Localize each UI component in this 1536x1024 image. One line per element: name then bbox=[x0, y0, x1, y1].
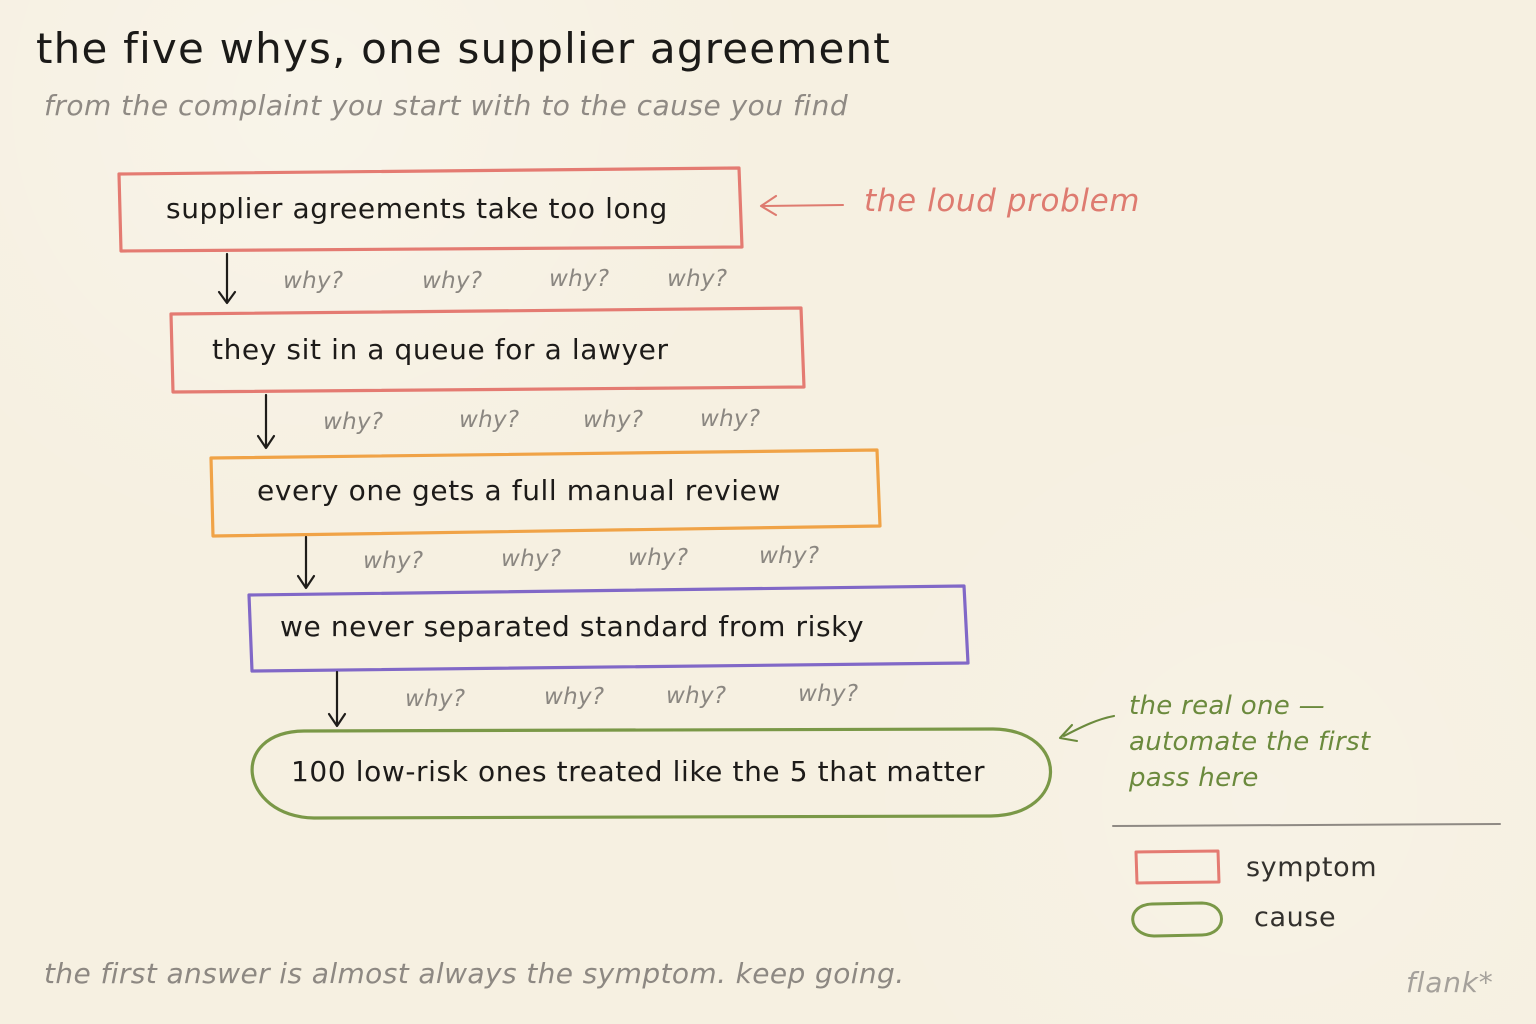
footer-note: the first answer is almost always the sy… bbox=[44, 957, 905, 990]
legend-symptom-label: symptom bbox=[1246, 852, 1378, 883]
node-2-border bbox=[169, 306, 806, 394]
real-cause-annotation-line-3: pass here bbox=[1129, 763, 1259, 793]
legend-cause-label: cause bbox=[1254, 902, 1337, 933]
real-cause-arrow-head bbox=[1058, 723, 1079, 743]
why-row-1-label-3: why? bbox=[549, 266, 610, 292]
page-subtitle: from the complaint you start with to the… bbox=[44, 89, 849, 122]
real-cause-annotation-line-1: the real one — bbox=[1129, 691, 1325, 721]
page-title: the five whys, one supplier agreement bbox=[36, 24, 891, 73]
real-cause-arrow-shaft bbox=[1062, 714, 1116, 738]
real-cause-annotation-line-2: automate the first bbox=[1129, 727, 1371, 757]
why-row-1-label-2: why? bbox=[422, 268, 483, 294]
loud-problem-arrow-shaft bbox=[761, 203, 845, 208]
why-row-1-label-1: why? bbox=[283, 268, 344, 294]
node-4-border bbox=[247, 584, 970, 673]
why-row-2-label-4: why? bbox=[700, 406, 761, 432]
why-row-3-label-4: why? bbox=[759, 543, 820, 569]
node-1-label: supplier agreements take too long bbox=[166, 192, 668, 225]
arrow-3-head bbox=[296, 574, 316, 590]
why-row-4-label-3: why? bbox=[666, 683, 727, 709]
why-row-3-label-1: why? bbox=[363, 548, 424, 574]
why-row-3-label-2: why? bbox=[501, 546, 562, 572]
why-row-2-label-2: why? bbox=[459, 407, 520, 433]
why-row-3-label-3: why? bbox=[628, 545, 689, 571]
node-3-border bbox=[209, 448, 882, 538]
real-cause-annotation: the real one — automate the first pass h… bbox=[1129, 688, 1370, 796]
why-row-4-label-1: why? bbox=[405, 686, 466, 712]
why-row-2-label-3: why? bbox=[583, 407, 644, 433]
node-4-label: we never separated standard from risky bbox=[280, 610, 865, 643]
arrow-4-head bbox=[327, 712, 347, 728]
legend-cause-swatch bbox=[1131, 901, 1223, 938]
legend-symptom-swatch bbox=[1134, 849, 1221, 885]
arrow-1-head bbox=[217, 290, 237, 305]
why-row-1-label-4: why? bbox=[667, 266, 728, 292]
loud-problem-arrow-head bbox=[759, 194, 778, 217]
node-5-border bbox=[250, 727, 1053, 820]
why-row-4-label-4: why? bbox=[798, 681, 859, 707]
why-row-4-label-2: why? bbox=[544, 684, 605, 710]
node-3-label: every one gets a full manual review bbox=[257, 474, 781, 507]
brand-mark: flank* bbox=[1406, 966, 1494, 999]
node-5-label: 100 low-risk ones treated like the 5 tha… bbox=[291, 755, 986, 788]
arrow-2-head bbox=[256, 434, 276, 450]
why-row-2-label-1: why? bbox=[323, 409, 384, 435]
node-1-border bbox=[117, 166, 744, 253]
node-2-label: they sit in a queue for a lawyer bbox=[212, 333, 669, 366]
legend-divider bbox=[1112, 823, 1501, 827]
loud-problem-annotation: the loud problem bbox=[864, 183, 1141, 219]
